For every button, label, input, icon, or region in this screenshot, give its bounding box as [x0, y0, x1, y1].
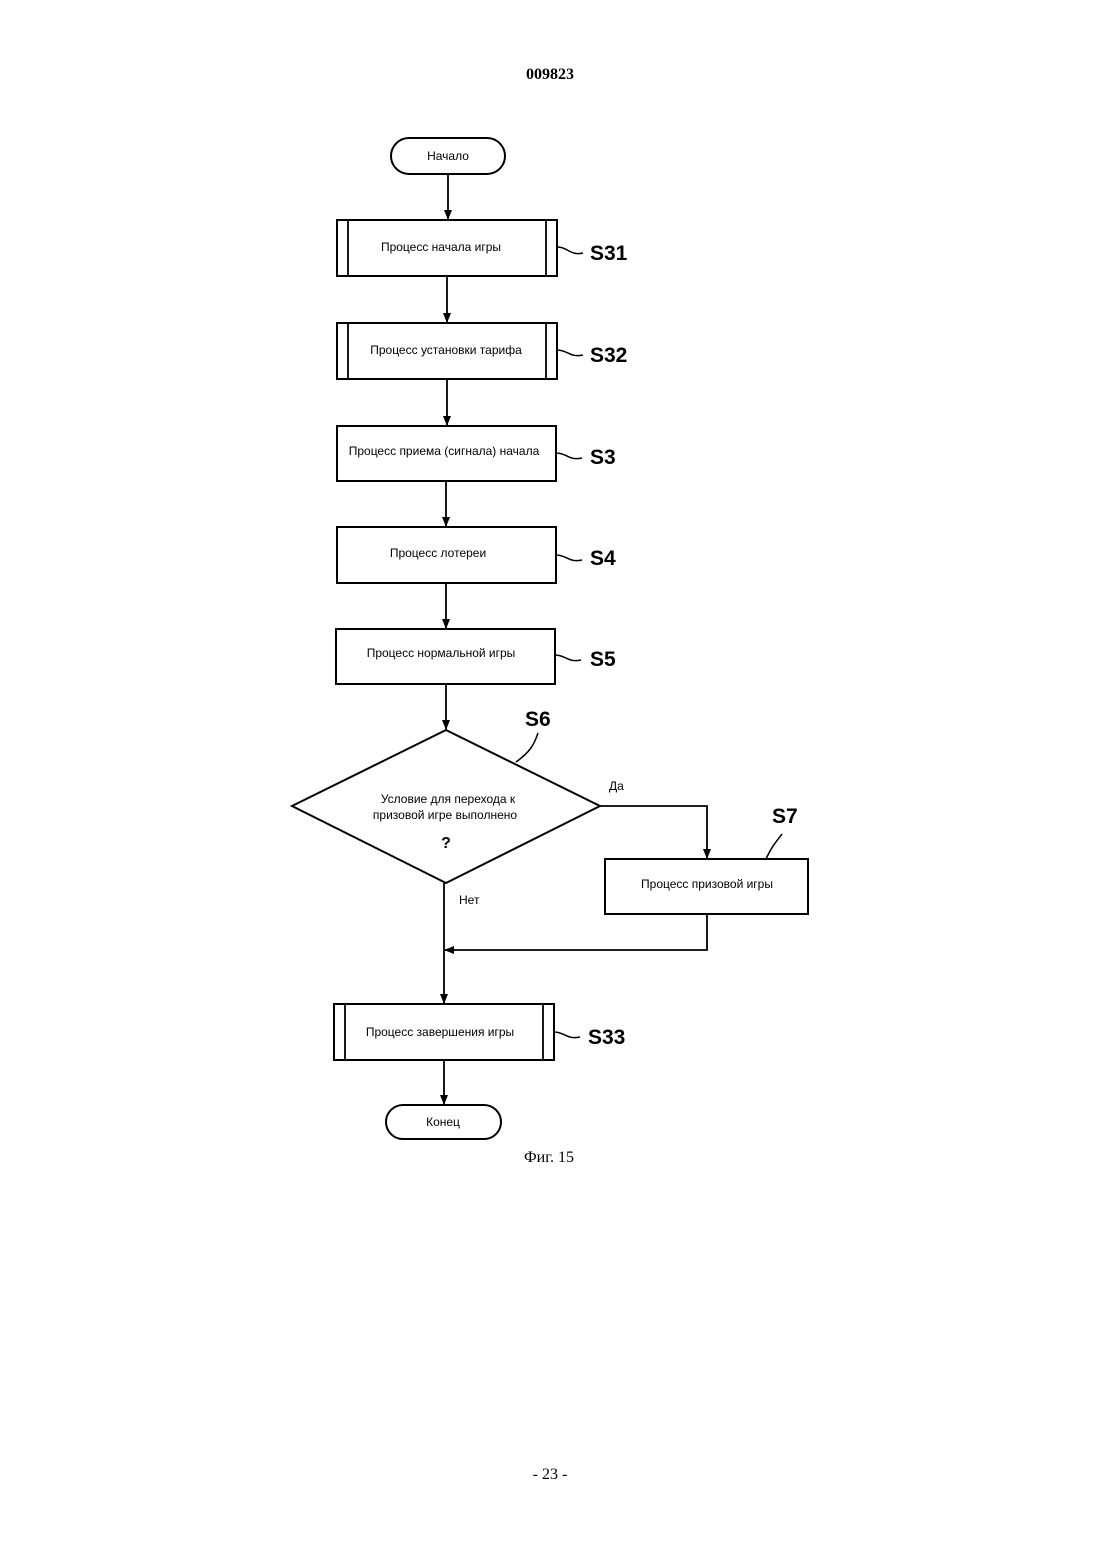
decision-s6-id: S6	[525, 708, 551, 731]
decision-question-mark: ?	[441, 835, 451, 852]
step-s5-id: S5	[590, 648, 616, 671]
decision-s6: Условие для перехода к призовой игре вып…	[292, 708, 600, 883]
page-number: - 23 -	[0, 1466, 1100, 1484]
step-s7-id: S7	[772, 805, 798, 828]
step-s7-label: Процесс призовой игры	[641, 877, 773, 891]
step-s33-label: Процесс завершения игры	[366, 1025, 514, 1039]
step-s31-label: Процесс начала игры	[381, 240, 501, 254]
step-s5-label: Процесс нормальной игры	[367, 646, 516, 660]
arrow-yes-to-s7	[600, 806, 707, 858]
decision-text-line1: Условие для перехода к	[381, 792, 516, 806]
figure-caption: Фиг. 15	[524, 1149, 574, 1166]
end-terminal: Конец	[386, 1105, 501, 1139]
step-s4-label: Процесс лотереи	[390, 546, 486, 560]
branch-no-label: Нет	[459, 893, 480, 907]
step-s3-id: S3	[590, 446, 616, 469]
step-s3: Процесс приема (сигнала) начала S3	[337, 426, 616, 481]
start-label: Начало	[427, 149, 469, 163]
step-s33: Процесс завершения игры S33	[334, 1004, 625, 1060]
step-s32: Процесс установки тарифа S32	[337, 323, 627, 379]
step-s31-id: S31	[590, 242, 628, 265]
step-s32-label: Процесс установки тарифа	[370, 343, 522, 357]
decision-text-line2: призовой игре выполнено	[373, 808, 517, 822]
arrow-s7-return	[445, 914, 707, 950]
step-s31: Процесс начала игры S31	[337, 220, 628, 276]
step-s32-id: S32	[590, 344, 627, 367]
end-label: Конец	[426, 1115, 460, 1129]
branch-yes-label: Да	[609, 779, 624, 793]
step-s4: Процесс лотереи S4	[337, 527, 616, 583]
step-s3-label: Процесс приема (сигнала) начала	[349, 444, 540, 458]
step-s33-id: S33	[588, 1026, 625, 1049]
step-s5: Процесс нормальной игры S5	[336, 629, 616, 684]
step-s4-id: S4	[590, 547, 616, 570]
start-terminal: Начало	[391, 138, 505, 174]
